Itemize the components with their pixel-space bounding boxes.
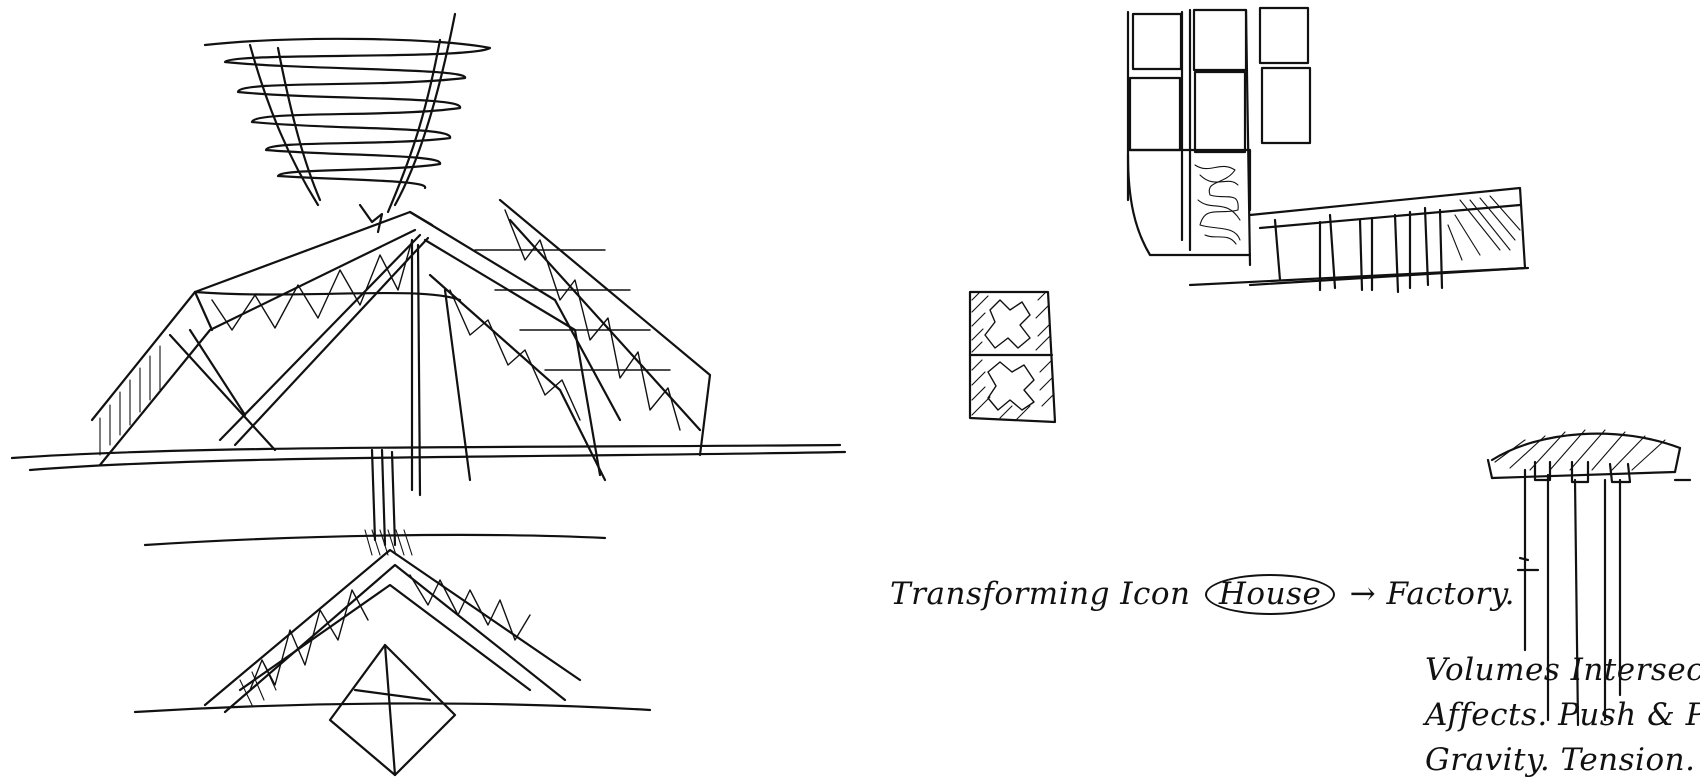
transforming-icon-note: Transforming Icon House → Factory. (890, 574, 1515, 615)
push-pull-note: Affects. Push & Pull. (1425, 697, 1700, 733)
lower-roof-truss-drawing (133, 548, 652, 777)
transform-suffix: Factory. (1386, 576, 1515, 612)
column-connector-drawing (143, 448, 607, 556)
upper-roof-truss-drawing (90, 198, 712, 482)
tension-columns-drawing (1516, 468, 1622, 727)
ground-lines-upper (10, 238, 847, 497)
transform-prefix: Transforming Icon (890, 576, 1191, 612)
hatched-slab-drawing (1486, 429, 1692, 484)
arrow-right-icon: → (1349, 576, 1377, 612)
gravity-tension-note: Gravity. Tension. (1425, 742, 1696, 778)
inverted-cone-drawing (203, 12, 492, 234)
stacked-volumes-drawing (1126, 6, 1530, 294)
cross-plan-drawing (968, 290, 1057, 424)
volumes-intersects-note: Volumes Intersects. (1425, 652, 1700, 688)
circled-house-word: House (1204, 574, 1336, 615)
